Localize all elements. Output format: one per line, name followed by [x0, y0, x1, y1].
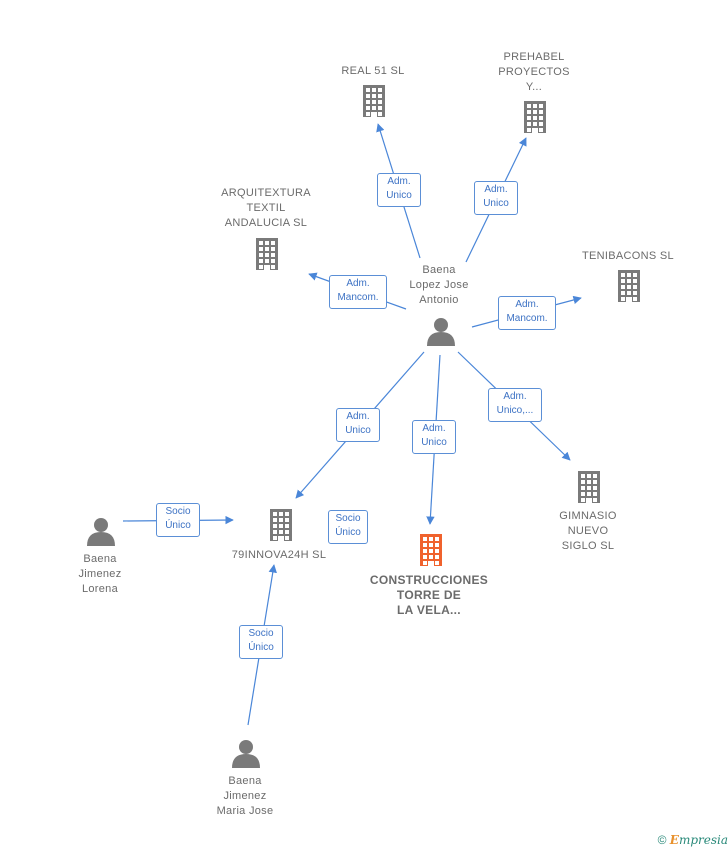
copyright-symbol: © — [657, 833, 667, 847]
node-label-arquitextura[interactable]: ARQUITEXTURA TEXTIL ANDALUCIA SL — [221, 186, 311, 229]
edge-label-baena_lopez-prehabel[interactable]: Adm. Unico — [474, 181, 518, 215]
person-icon-baena_mariajose[interactable] — [232, 740, 260, 768]
building-icon-construcciones[interactable] — [420, 534, 442, 566]
edge-label-innova-innova_self[interactable]: Socio Único — [328, 510, 368, 544]
edge-label-baena_lopez-tenibacons[interactable]: Adm. Mancom. — [498, 296, 556, 330]
brand-logo: Empresia — [669, 833, 728, 847]
building-icon-arquitextura[interactable] — [256, 238, 278, 270]
person-icon-baena_lopez[interactable] — [427, 318, 455, 346]
edge-label-baena_lopez-construcciones[interactable]: Adm. Unico — [412, 420, 456, 454]
node-label-baena_lopez[interactable]: Baena Lopez Jose Antonio — [409, 263, 469, 306]
node-label-prehabel[interactable]: PREHABEL PROYECTOS Y... — [498, 50, 570, 93]
edge-label-baena_mariajose-innova[interactable]: Socio Único — [239, 625, 283, 659]
node-label-innova[interactable]: 79INNOVA24H SL — [231, 548, 327, 561]
edge-label-baena_lopez-gimnasio[interactable]: Adm. Unico,... — [488, 388, 542, 422]
edge-label-baena_lorena-innova[interactable]: Socio Único — [156, 503, 200, 537]
person-icon-baena_lorena[interactable] — [87, 518, 115, 546]
building-icon-tenibacons[interactable] — [618, 270, 640, 302]
nodes-layer — [87, 85, 640, 768]
node-label-baena_lorena[interactable]: Baena Jimenez Lorena — [78, 552, 122, 595]
edge-label-baena_lopez-real51[interactable]: Adm. Unico — [377, 173, 421, 207]
building-icon-prehabel[interactable] — [524, 101, 546, 133]
node-label-tenibacons[interactable]: TENIBACONS SL — [582, 249, 674, 262]
footer-brand[interactable]: © Empresia — [658, 833, 728, 847]
node-label-gimnasio[interactable]: GIMNASIO NUEVO SIGLO SL — [559, 509, 617, 552]
building-icon-innova[interactable] — [270, 509, 292, 541]
node-label-baena_mariajose[interactable]: Baena Jimenez Maria Jose — [216, 774, 274, 817]
edge-label-baena_lopez-arquitextura[interactable]: Adm. Mancom. — [329, 275, 387, 309]
node-label-real51[interactable]: REAL 51 SL — [341, 64, 405, 77]
building-icon-gimnasio[interactable] — [578, 471, 600, 503]
building-icon-real51[interactable] — [363, 85, 385, 117]
node-label-construcciones[interactable]: CONSTRUCCIONES TORRE DE LA VELA... — [369, 572, 489, 617]
edge-label-baena_lopez-innova[interactable]: Adm. Unico — [336, 408, 380, 442]
